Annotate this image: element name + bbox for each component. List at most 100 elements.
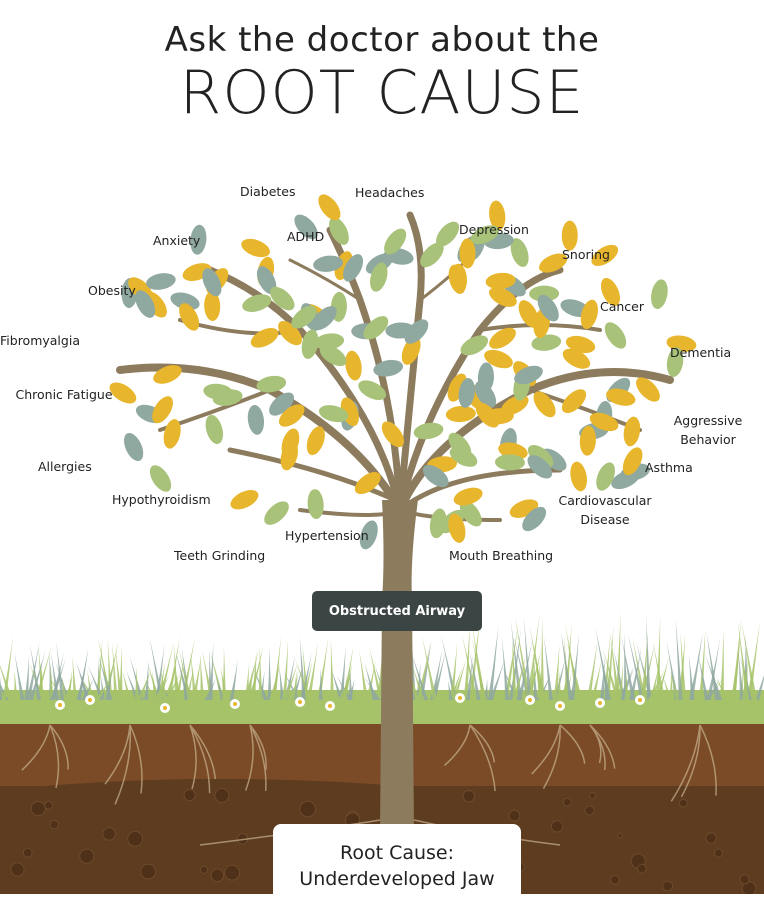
leaf <box>489 287 517 307</box>
leaf <box>250 327 279 348</box>
leaf <box>596 462 615 491</box>
leaf <box>527 455 553 479</box>
leaf <box>539 253 568 273</box>
grass-blade <box>669 670 674 700</box>
pebble <box>44 800 53 810</box>
leaf <box>135 290 156 318</box>
root <box>114 724 132 805</box>
symptom-label: Depression <box>459 222 529 237</box>
root <box>21 724 51 771</box>
leaf <box>163 419 181 449</box>
pebble <box>741 881 757 894</box>
root <box>189 724 197 790</box>
pebble <box>739 874 750 885</box>
grass-blade <box>0 694 3 700</box>
leaf <box>307 489 324 520</box>
grass-blade <box>523 616 532 700</box>
root <box>189 724 211 794</box>
pebble <box>508 809 521 822</box>
grass-blade <box>463 621 471 700</box>
leaf <box>570 461 588 492</box>
grass-blade <box>680 632 687 700</box>
grass-blade <box>666 640 679 700</box>
root <box>670 724 701 802</box>
grass-blade <box>627 633 645 700</box>
pebble <box>224 864 241 881</box>
root-cause-title: Root Cause: <box>339 842 455 864</box>
root <box>680 724 701 798</box>
leaf <box>666 347 684 377</box>
daisy-center <box>88 698 92 702</box>
grass-blade <box>595 626 612 700</box>
grass-blade <box>698 628 706 700</box>
pebble <box>562 797 572 807</box>
pebble <box>610 875 620 885</box>
leaf <box>146 273 176 290</box>
leaf <box>611 469 640 490</box>
leaf <box>475 402 500 428</box>
pebble <box>22 847 33 858</box>
grass-blade <box>330 667 344 700</box>
grass-blade <box>336 675 353 700</box>
grass-blade <box>199 653 205 700</box>
grass-blade <box>222 647 227 700</box>
leaf <box>319 345 347 367</box>
leaf <box>384 228 407 255</box>
leaf <box>359 520 378 550</box>
grass-blade <box>483 678 488 700</box>
branch <box>227 447 398 503</box>
leaf <box>561 220 578 251</box>
leaf <box>301 329 319 359</box>
leaf <box>429 508 447 539</box>
grass-blade <box>330 639 335 700</box>
title-line-1: Ask the doctor about the <box>164 20 600 60</box>
leaf <box>413 422 444 440</box>
pebble <box>10 862 25 877</box>
grass-blade <box>412 666 425 700</box>
grass-blade <box>267 647 272 700</box>
daisy-flowers <box>55 693 645 713</box>
leaf <box>318 405 349 423</box>
leaf <box>527 445 554 468</box>
root <box>129 724 143 794</box>
symptom-label: Fibromyalgia <box>0 333 80 348</box>
leaf <box>623 416 641 447</box>
leaf <box>247 404 265 435</box>
daisy-center <box>298 700 302 704</box>
grass-blade <box>540 615 545 700</box>
grass-blade <box>421 635 437 700</box>
grass-blade <box>258 646 263 700</box>
leaf <box>651 279 668 310</box>
grass-blade <box>364 677 381 700</box>
leaf <box>270 286 295 311</box>
leaves <box>109 194 697 550</box>
leaf <box>385 322 416 339</box>
leaf <box>370 262 388 292</box>
pebble <box>30 800 46 817</box>
leaf <box>489 327 516 349</box>
root <box>249 724 267 792</box>
symptom-label: Asthma <box>645 460 693 475</box>
grass-blade <box>557 670 562 700</box>
pebble <box>140 863 157 880</box>
leaf <box>313 255 344 272</box>
leaf <box>518 300 539 328</box>
grass-blade <box>348 666 353 700</box>
grass-blade <box>179 649 192 700</box>
grass-blade <box>465 655 473 700</box>
leaf <box>579 425 596 456</box>
root-cause-box: Root Cause: Underdeveloped Jaw <box>273 824 521 904</box>
leaf <box>562 348 591 369</box>
root <box>469 724 496 792</box>
grass-blade <box>175 668 181 700</box>
leaf <box>179 303 200 331</box>
grass-blade <box>605 624 614 700</box>
grass-blade <box>613 648 626 700</box>
grass-blade <box>24 654 30 700</box>
leaf <box>666 335 697 352</box>
grass-blade <box>662 676 672 700</box>
leaf <box>312 306 337 331</box>
leaf <box>152 396 173 424</box>
root <box>559 724 586 764</box>
